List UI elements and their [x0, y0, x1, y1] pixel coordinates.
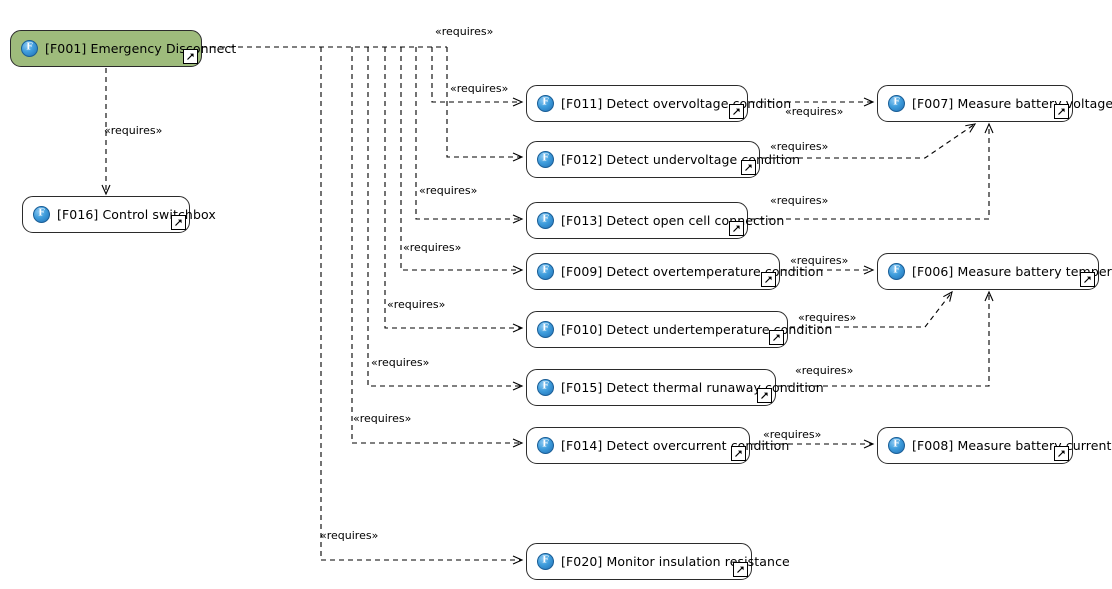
resize-corner-icon[interactable]	[731, 446, 746, 461]
node-label: [F008] Measure battery current	[912, 438, 1112, 453]
resize-corner-icon[interactable]	[769, 330, 784, 345]
node-f020[interactable]: F [F020] Monitor insulation resistance	[526, 543, 790, 580]
node-f016[interactable]: F [F016] Control switchbox	[22, 196, 216, 233]
node-f014[interactable]: F [F014] Detect overcurrent condition	[526, 427, 789, 464]
function-icon-letter: F	[542, 97, 549, 108]
function-icon-letter: F	[26, 42, 33, 53]
edge-label-f001-f010: «requires»	[387, 298, 446, 311]
node-f009[interactable]: F [F009] Detect overtemperature condition	[526, 253, 823, 290]
node-label: [F015] Detect thermal runaway condition	[561, 380, 824, 395]
node-f015[interactable]: F [F015] Detect thermal runaway condition	[526, 369, 824, 406]
edge-label-f001-f020: «requires»	[320, 529, 379, 542]
function-icon: F	[888, 95, 905, 112]
node-label: [F013] Detect open cell connection	[561, 213, 785, 228]
node-label: [F016] Control switchbox	[57, 207, 216, 222]
resize-corner-icon[interactable]	[1054, 446, 1069, 461]
node-label: [F010] Detect undertemperature condition	[561, 322, 833, 337]
resize-corner-icon[interactable]	[741, 160, 756, 175]
edge-label-f001-f011: «requires»	[450, 82, 509, 95]
node-f012[interactable]: F [F012] Detect undervoltage condition	[526, 141, 800, 178]
resize-corner-icon[interactable]	[1080, 272, 1095, 287]
node-label: [F001] Emergency Disconnect	[45, 41, 237, 56]
resize-corner-icon[interactable]	[183, 49, 198, 64]
resize-corner-icon[interactable]	[733, 562, 748, 577]
function-icon: F	[33, 206, 50, 223]
function-icon-letter: F	[542, 555, 549, 566]
function-icon-letter: F	[893, 265, 900, 276]
node-label: [F014] Detect overcurrent condition	[561, 438, 790, 453]
function-icon: F	[537, 212, 554, 229]
node-label: [F012] Detect undervoltage condition	[561, 152, 801, 167]
node-label: [F007] Measure battery voltage	[912, 96, 1112, 111]
edge-label-f015-f006: «requires»	[795, 364, 854, 377]
node-label: [F020] Monitor insulation resistance	[561, 554, 790, 569]
node-f011[interactable]: F [F011] Detect overvoltage condition	[526, 85, 791, 122]
function-icon-letter: F	[542, 439, 549, 450]
node-label: [F006] Measure battery temperature	[912, 264, 1112, 279]
function-icon-letter: F	[38, 208, 45, 219]
resize-corner-icon[interactable]	[729, 221, 744, 236]
function-icon-letter: F	[542, 381, 549, 392]
edge-f001-f009	[400, 47, 524, 275]
edge-f001-f015	[367, 47, 524, 391]
node-f013[interactable]: F [F013] Detect open cell connection	[526, 202, 784, 239]
edge-label-f010-f006: «requires»	[798, 311, 857, 324]
function-icon: F	[537, 151, 554, 168]
node-label: [F009] Detect overtemperature condition	[561, 264, 824, 279]
function-icon: F	[537, 95, 554, 112]
function-icon: F	[537, 379, 554, 396]
edge-label-f011-f007: «requires»	[785, 105, 844, 118]
edge-label-f009-f006: «requires»	[790, 254, 849, 267]
resize-corner-icon[interactable]	[761, 272, 776, 287]
function-icon: F	[537, 263, 554, 280]
function-icon-letter: F	[893, 439, 900, 450]
function-icon: F	[888, 437, 905, 454]
function-icon-letter: F	[542, 153, 549, 164]
edge-label-f001-f009: «requires»	[403, 241, 462, 254]
edge-label-f001-f014: «requires»	[353, 412, 412, 425]
edge-label-f001-f012: «requires»	[435, 25, 494, 38]
node-label: [F011] Detect overvoltage condition	[561, 96, 792, 111]
resize-corner-icon[interactable]	[729, 104, 744, 119]
node-f010[interactable]: F [F010] Detect undertemperature conditio…	[526, 311, 832, 348]
function-icon-letter: F	[542, 214, 549, 225]
edge-label-f001-f015: «requires»	[371, 356, 430, 369]
function-icon: F	[888, 263, 905, 280]
node-f001[interactable]: F [F001] Emergency Disconnect	[10, 30, 236, 67]
function-icon: F	[21, 40, 38, 57]
node-f007[interactable]: F [F007] Measure battery voltage	[877, 85, 1112, 122]
node-f008[interactable]: F [F008] Measure battery current	[877, 427, 1111, 464]
resize-corner-icon[interactable]	[757, 388, 772, 403]
resize-corner-icon[interactable]	[171, 215, 186, 230]
resize-corner-icon[interactable]	[1054, 104, 1069, 119]
node-f006[interactable]: F [F006] Measure battery temperature	[877, 253, 1112, 290]
edge-label-f013-f007: «requires»	[770, 194, 829, 207]
edge-f001-f012	[446, 47, 524, 162]
function-icon: F	[537, 321, 554, 338]
edge-label-f001-f016: «requires»	[104, 124, 163, 137]
edge-label-f012-f007: «requires»	[770, 140, 829, 153]
function-icon: F	[537, 437, 554, 454]
function-icon-letter: F	[893, 97, 900, 108]
function-icon-letter: F	[542, 323, 549, 334]
edge-label-f001-f013: «requires»	[419, 184, 478, 197]
function-icon: F	[537, 553, 554, 570]
function-icon-letter: F	[542, 265, 549, 276]
edge-label-f014-f008: «requires»	[763, 428, 822, 441]
